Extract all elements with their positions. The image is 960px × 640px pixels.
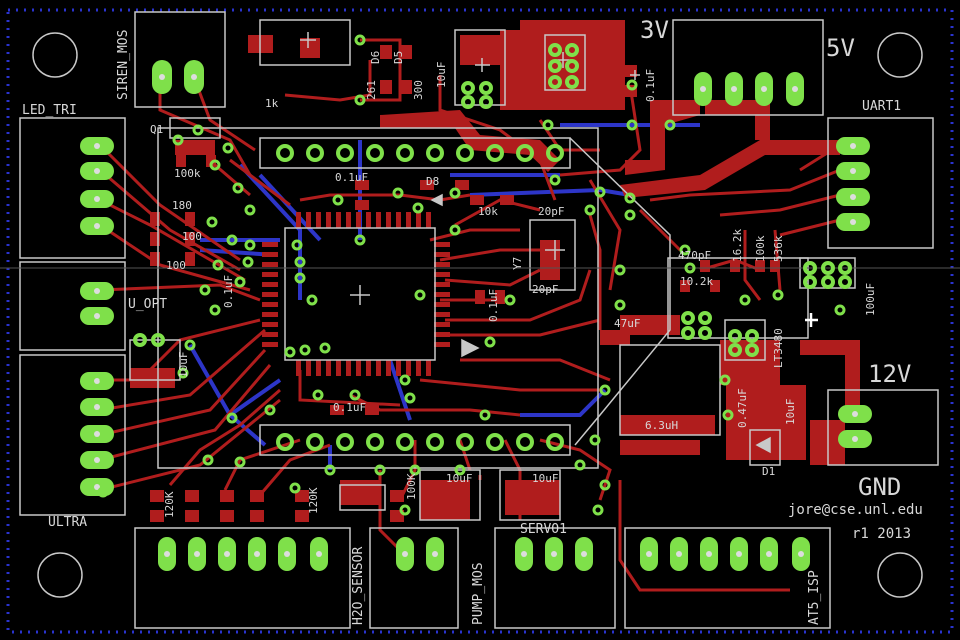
d6-label: D6 — [369, 50, 382, 64]
c-10uf-top-label: 10uF — [435, 61, 448, 89]
r-120k-a-label: 120K — [163, 491, 176, 519]
r-10k-label: 10k — [478, 205, 498, 218]
r-16-2k-label: 16.2k — [731, 228, 744, 262]
vias — [97, 34, 846, 516]
board-outline — [6, 8, 954, 634]
pad-holes — [94, 74, 858, 557]
q1-label: Q1 — [150, 123, 164, 136]
mcu-pins — [262, 212, 450, 376]
r-100b-label: 100 — [166, 259, 186, 272]
c-01uf-a-label: 0.1uF — [335, 171, 369, 184]
c-01uf-c-label: 0.1uF — [487, 288, 500, 322]
r-10-2k-label: 10.2k — [680, 275, 714, 288]
revision-label: r1 2013 — [852, 526, 912, 542]
r-536k-label: 536k — [772, 235, 785, 263]
y7-label: Y7 — [511, 256, 524, 270]
r-120k-b-label: 120K — [307, 487, 320, 515]
5v-label: 5V — [826, 34, 855, 62]
led-tri-label: LED_TRI — [22, 103, 77, 118]
c-01uf-b-label: 0.1uF — [222, 274, 235, 308]
c-20pf-b-label: 20pF — [532, 283, 559, 296]
at5-isp-label: AT5_ISP — [807, 570, 822, 625]
c-20pf-a-label: 20pF — [538, 205, 565, 218]
3v-label: 3V — [640, 16, 669, 44]
c-470pf-label: 470pF — [678, 249, 712, 262]
siren-mos-label: SIREN_MOS — [116, 29, 131, 100]
r-100k-b-label: 100k — [754, 235, 767, 263]
smd-pads — [150, 45, 800, 522]
c-10uf-b-label: 10uF — [784, 398, 797, 426]
ultra-label: ULTRA — [48, 515, 88, 530]
12v-label: 12V — [868, 360, 912, 388]
r-100a-label: 100 — [182, 230, 202, 243]
code-261-label: 261 — [365, 80, 378, 100]
h2o-sensor-label: H2O_SENSOR — [351, 546, 366, 625]
r-100k-q1-label: 100k — [174, 167, 201, 180]
servo1-label: SERVO1 — [520, 522, 567, 537]
d8-label: D8 — [426, 175, 440, 188]
code-300-label: 300 — [412, 80, 425, 100]
c-01uf-d-label: 0.1uF — [333, 401, 367, 414]
r-100k-c-label: 100K — [405, 473, 418, 501]
lt3480-label: LT3480 — [772, 328, 785, 368]
c-10uf-bot-b-label: 10uF — [532, 472, 559, 485]
l-6-3uh-label: 6.3uH — [645, 419, 679, 432]
r-1k-label: 1k — [265, 97, 279, 110]
pump-mos-label: PUMP_MOS — [471, 562, 486, 625]
u-opt-label: U_OPT — [128, 297, 168, 312]
c-47uf-label: 47uF — [614, 317, 641, 330]
d5-label: D5 — [392, 50, 405, 64]
c-047uf-label: 0.47uF — [736, 388, 749, 428]
header-pads — [133, 43, 852, 451]
gnd-label: GND — [858, 473, 902, 501]
uart1-label: UART1 — [862, 99, 902, 114]
c-01uf-top-label: 0.1uF — [644, 68, 657, 102]
c-100uf-label: 100uF — [864, 282, 877, 316]
c-10uf-left-label: 10uF — [177, 351, 190, 379]
email-label: jore@cse.unl.edu — [788, 502, 923, 518]
r-180-label: 180 — [172, 199, 192, 212]
c-10uf-bot-a-label: 10uF — [446, 472, 473, 485]
d1-label: D1 — [762, 465, 776, 478]
